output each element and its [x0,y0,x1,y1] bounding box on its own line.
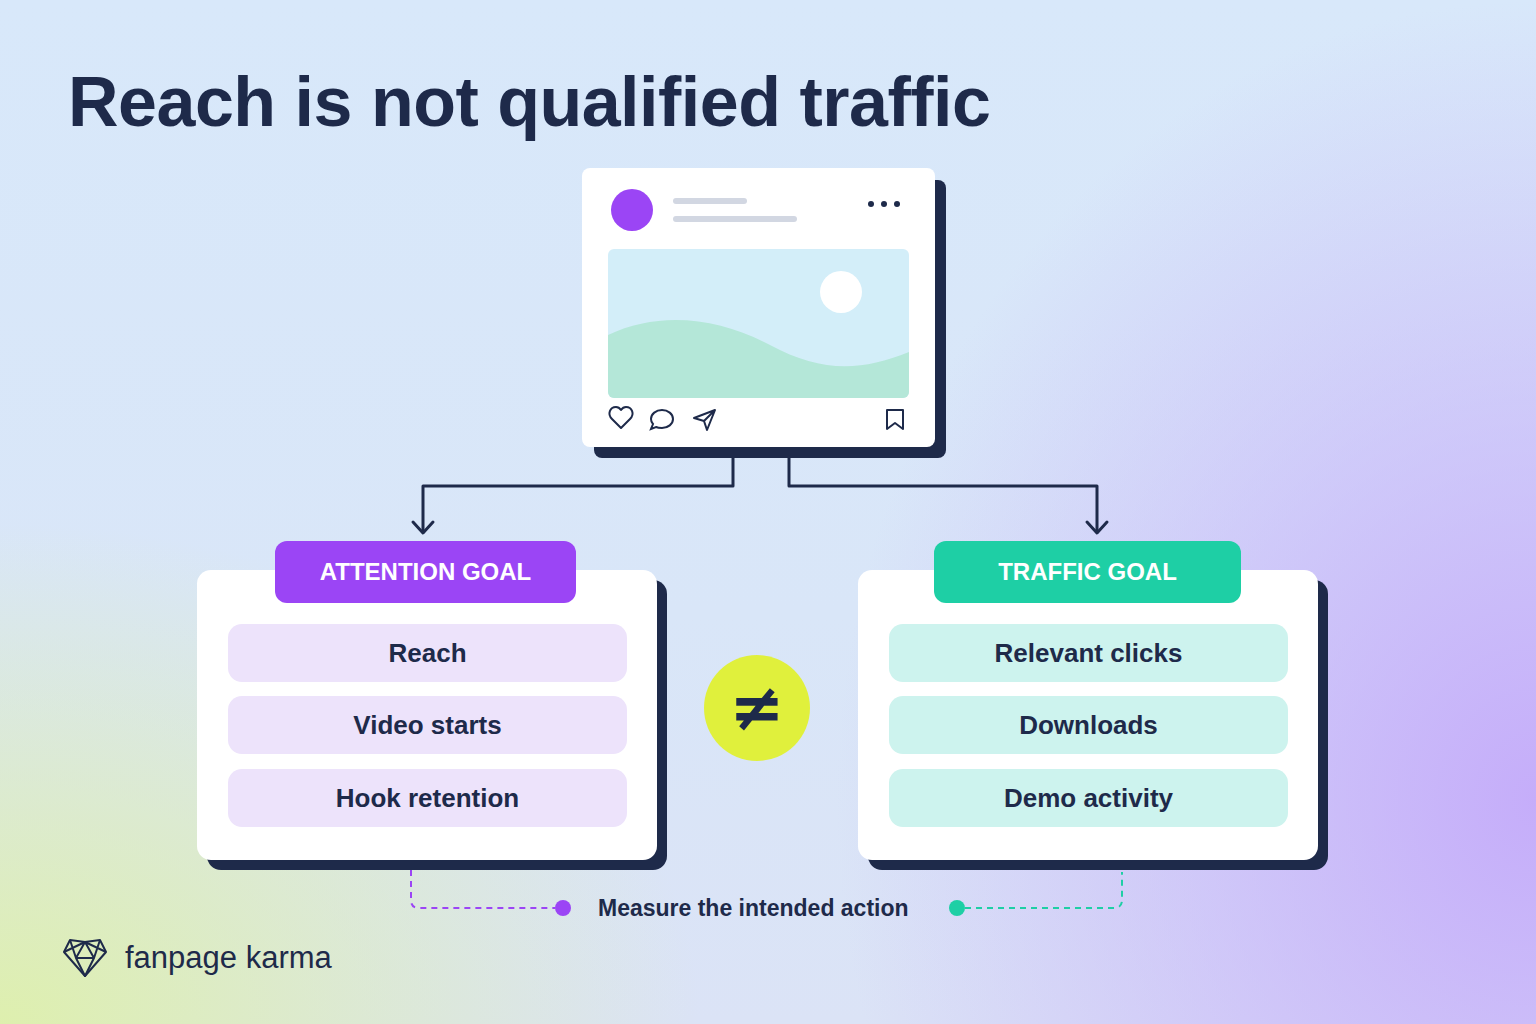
metric-label: Reach [388,638,466,669]
brand-name: fanpage karma [125,940,332,976]
meta-line [673,216,797,222]
image-hill [608,320,909,398]
leader-line [411,870,555,908]
metric-pill: Reach [228,624,627,682]
metric-label: Demo activity [1004,783,1173,814]
arrow-head [413,522,433,533]
goal-heading: ATTENTION GOAL [275,541,576,603]
like-icon [609,407,632,428]
metric-label: Relevant clicks [995,638,1183,669]
image-sun [820,271,862,313]
logo-facets [64,940,106,976]
name-line [673,198,747,204]
circle-fill [704,655,810,761]
avatar [611,189,653,231]
menu-dot [894,201,900,207]
save-icon [887,410,903,429]
menu-dot [881,201,887,207]
metric-pill: Downloads [889,696,1288,754]
post-card [582,168,935,447]
menu-dot [868,201,874,207]
metric-pill: Demo activity [889,769,1288,827]
arrow-head [1087,522,1107,533]
goal-box: ATTENTION GOALReachVideo startsHook rete… [197,570,657,860]
logo-outline [64,940,106,976]
split-arrow [789,447,1097,532]
metric-label: Downloads [1019,710,1158,741]
diagram-title: Reach is not qualified traffic [68,62,990,142]
not-equal-circle: ≠ [704,655,810,761]
leader-dot [555,900,571,916]
metric-label: Hook retention [336,783,519,814]
not-equal-sign: ≠ [729,675,784,741]
metric-label: Video starts [353,710,501,741]
leader-line [965,872,1122,908]
goal-box: TRAFFIC GOALRelevant clicksDownloadsDemo… [858,570,1318,860]
footer-note: Measure the intended action [598,895,909,922]
image-sky [608,249,909,398]
split-arrow [423,447,733,532]
leader-dot [949,900,965,916]
metric-pill: Hook retention [228,769,627,827]
goal-heading: TRAFFIC GOAL [934,541,1241,603]
metric-pill: Video starts [228,696,627,754]
logo-mark [64,940,106,976]
post-image [608,249,909,398]
comment-icon [651,410,673,429]
share-icon [694,410,715,430]
metric-pill: Relevant clicks [889,624,1288,682]
